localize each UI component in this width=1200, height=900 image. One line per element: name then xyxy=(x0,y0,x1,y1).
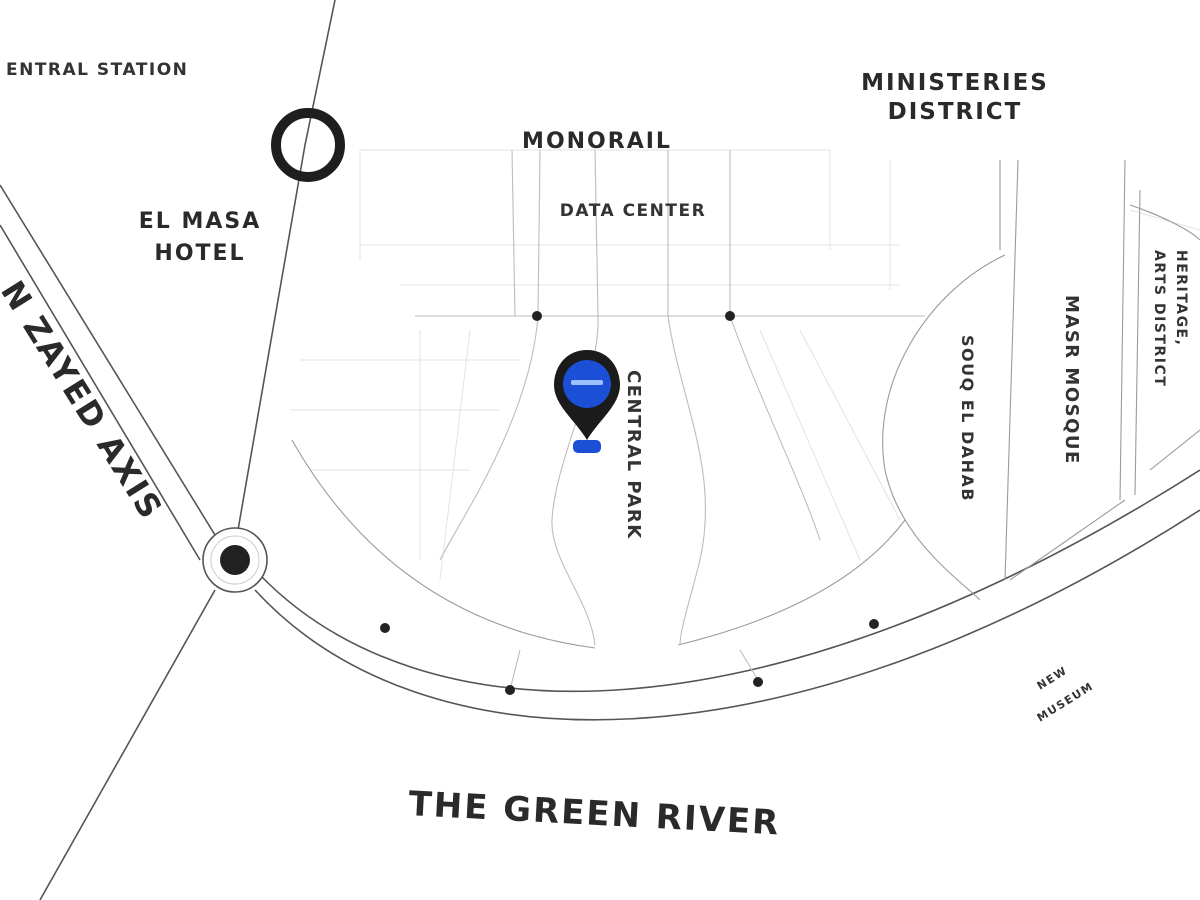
label-central-station: ENTRAL STATION xyxy=(6,60,188,80)
point-markers xyxy=(380,311,879,695)
label-central-park: CENTRAL PARK xyxy=(623,370,644,540)
label-el-masa-hotel-line1: EL MASA xyxy=(139,209,262,234)
label-ministeries-line1: MINISTERIES xyxy=(861,70,1049,96)
roundabout-marker[interactable] xyxy=(202,527,268,593)
label-ministeries-line2: DISTRICT xyxy=(888,99,1023,125)
location-pin-icon[interactable] xyxy=(554,350,620,453)
label-souq-el-dahab: SOUQ EL DAHAB xyxy=(958,335,977,502)
label-new-museum-line1: NEW xyxy=(1035,664,1070,693)
label-monorail: MONORAIL xyxy=(522,129,672,154)
label-heritage-line2: ARTS DISTRICT xyxy=(1151,250,1167,387)
monorail-station-marker[interactable] xyxy=(271,108,345,182)
background-grid xyxy=(290,149,1200,581)
label-green-river: THE GREEN RIVER xyxy=(408,784,782,843)
label-heritage-line1: HERITAGE, xyxy=(1173,250,1189,346)
label-el-masa-hotel-line2: HOTEL xyxy=(154,241,245,266)
label-masr-mosque: MASR MOSQUE xyxy=(1061,295,1082,465)
label-zayed-axis: N ZAYED AXIS xyxy=(0,274,171,526)
label-data-center: DATA CENTER xyxy=(560,201,706,221)
